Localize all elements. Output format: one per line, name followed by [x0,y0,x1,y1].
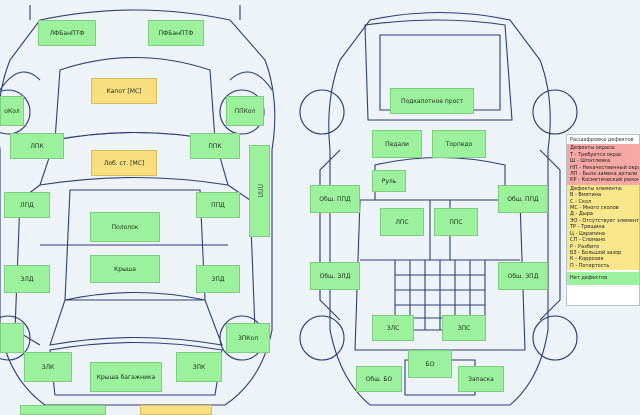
zone-spare[interactable]: Запаска [458,366,504,392]
zone-lf-pt[interactable]: ЛФБанПТФ [38,20,96,46]
zone-r-sill[interactable]: ППП [249,145,270,237]
zone-roof[interactable]: Крыша [90,255,160,283]
zone-steering[interactable]: Руль [372,170,406,192]
zone-lr-wheel[interactable] [0,323,24,353]
zone-lr-door-trim[interactable]: Обш. ЗЛД [310,262,360,290]
legend-body-header: Дефекты элемента: [570,185,623,192]
legend-body-item: ТР - Трещина [570,224,605,231]
legend-body-item: П - Потертость [570,262,610,269]
zone-trunk-roof[interactable]: Крыша багажника [90,362,162,392]
zone-lr-door[interactable]: ЗЛД [4,265,50,293]
zone-lf-door[interactable]: ЛПД [4,192,50,218]
legend-paint-item: Ш - Шпатлевка [570,158,611,165]
zone-rf-pillar[interactable]: ППК [190,133,240,159]
zone-zps[interactable]: ЗПС [442,315,486,341]
zone-bo-trim[interactable]: Обш. БО [356,366,402,392]
legend-body-item: ЭО - Отсутствует элемент [570,217,640,224]
zone-torpedo[interactable]: Торпедо [432,130,486,158]
legend-paint-header: Дефекты окраса: [570,145,616,152]
legend-ok: Нет дефектов [567,272,639,285]
legend-body-item: С - Скол [570,198,592,205]
zone-rf-wing[interactable]: ППКол [226,96,264,126]
legend-paint-defects: Дефекты окраса: Т - Требуется окрас Ш - … [567,144,640,185]
zone-rr-panel[interactable]: ЗПК [176,352,222,382]
legend-paint-item: НП - Некачественный окрас [570,164,640,171]
legend-title: Расшифровка дефектов [570,137,634,143]
zone-hood[interactable]: Капот [МС] [91,78,157,104]
zone-rr-door[interactable]: ЗПД [196,265,240,293]
zone-lf-wing[interactable]: оКол [0,96,24,126]
zone-rf-pt[interactable]: ПФБанПТФ [148,20,204,46]
defect-legend: Расшифровка дефектов Дефекты окраса: Т -… [566,134,640,306]
legend-body-item: Р - Разбито [570,243,600,250]
legend-body-item: Д - Дыра [570,211,593,218]
zone-under-hood[interactable]: Подкапотное прост [390,88,474,114]
zone-pps[interactable]: ППС [434,208,478,236]
zone-lf-pillar[interactable]: ЛПК [10,133,64,159]
zone-rf-door-trim[interactable]: Обш. ППД [498,185,548,213]
zone-bottom-left[interactable] [20,405,106,415]
legend-body-item: К - Коррозия [570,256,604,263]
legend-paint-item: КР - Косметический ремонт [570,177,640,184]
zone-lf-door-trim[interactable]: Обш. ППД [310,185,360,213]
zone-bo[interactable]: БО [408,350,452,378]
zone-zls[interactable]: ЗЛС [372,315,414,341]
zone-rr-wheel[interactable]: ЗПКол [226,323,270,353]
legend-paint-item: Т - Требуется окрас [570,151,622,158]
legend-paint-item: ЛП - Была замена детали [570,171,638,178]
zone-lr-panel[interactable]: ЗЛК [24,352,72,382]
legend-body-defects: Дефекты элемента: В - Вмятина С - Скол М… [567,184,640,271]
zone-rf-door[interactable]: ППД [196,192,240,218]
zone-bottom-center[interactable] [140,405,212,415]
legend-body-item: БЗ - Большой зазор [570,249,622,256]
legend-body-item: МС - Много сколов [570,205,619,212]
zone-lps[interactable]: ЛПС [380,208,424,236]
zone-pedals[interactable]: Педали [372,130,422,158]
zone-windshield[interactable]: Лоб. ст. [МС] [91,150,157,176]
legend-body-item: Ц - Царапина [570,230,605,237]
zone-floor[interactable]: Пололок [90,212,160,242]
legend-body-item: СП - Сломано [570,237,606,244]
legend-body-item: В - Вмятина [570,192,602,199]
zone-rr-door-trim[interactable]: Обш. ЗПД [498,262,548,290]
